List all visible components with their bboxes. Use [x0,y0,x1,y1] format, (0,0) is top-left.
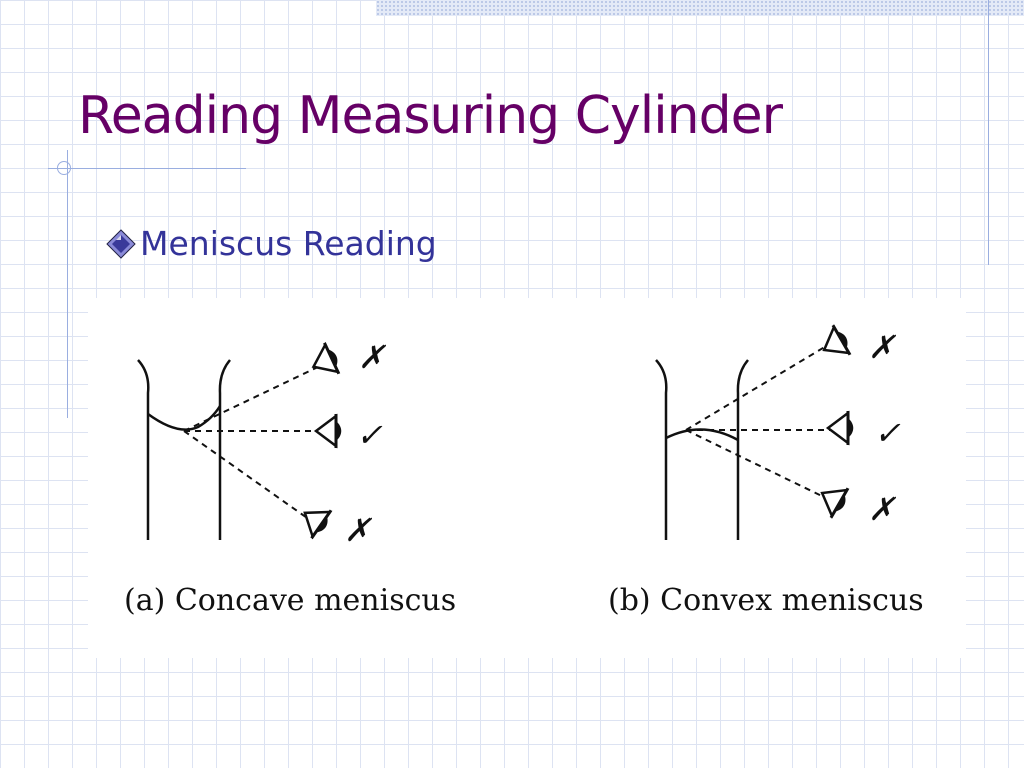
correct-mark-level: ✓ [356,416,383,454]
eye-icon [814,321,857,367]
cylinder-walls [655,359,749,540]
meniscus-diagram-svg: ✗ ✓ ✗ (a) Concave meniscus ✗ ✓ ✗ (b) Co [124,321,924,618]
sight-lines [183,365,321,521]
eye-icon [826,409,855,447]
diamond-bullet-icon [106,228,136,259]
top-decor-band [376,0,1024,16]
eye-icon [293,497,337,543]
right-vertical-rule [988,0,989,265]
sight-lines [685,344,836,501]
wrong-mark-bottom: ✗ [344,511,373,549]
bullet-text: Meniscus Reading [140,224,437,263]
wrong-mark-top: ✗ [868,328,897,366]
wrong-mark-top: ✗ [358,338,387,376]
concave-meniscus-surface [147,405,222,431]
meniscus-diagram: ✗ ✓ ✗ (a) Concave meniscus ✗ ✓ ✗ (b) Co [88,298,966,658]
eye-icon [314,412,343,450]
cylinder-walls [137,359,231,540]
panel-convex: ✗ ✓ ✗ (b) Convex meniscus [608,321,924,618]
slide-title: Reading Measuring Cylinder [78,86,783,146]
caption-concave: (a) Concave meniscus [124,583,456,618]
eye-icon [812,476,855,522]
panel-concave: ✗ ✓ ✗ (a) Concave meniscus [124,338,456,618]
eye-icon [304,339,346,384]
left-vertical-rule [67,150,68,418]
caption-convex: (b) Convex meniscus [608,583,924,618]
corner-circle-ornament [57,161,71,175]
title-underline-rule [48,168,246,169]
convex-meniscus-surface [665,428,739,442]
correct-mark-level: ✓ [874,414,901,452]
wrong-mark-bottom: ✗ [868,490,897,528]
bullet-item: Meniscus Reading [104,224,437,263]
